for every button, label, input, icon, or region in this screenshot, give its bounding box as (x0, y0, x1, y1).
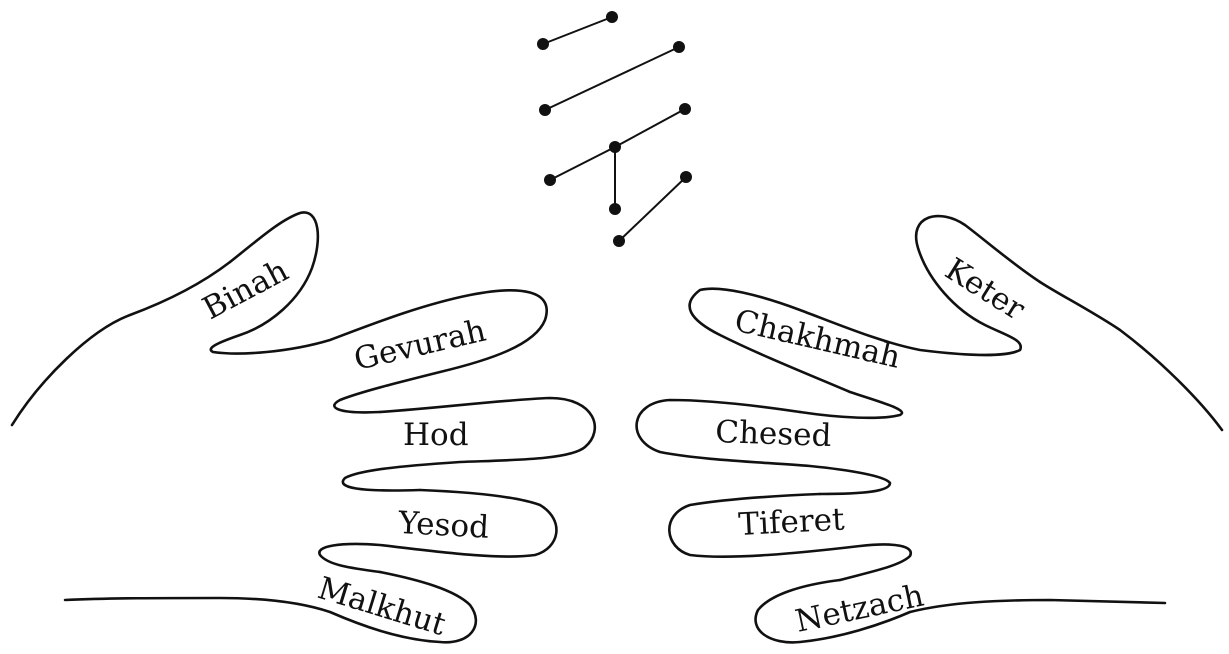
symbol-stroke (614, 108, 686, 148)
symbol-dot (609, 141, 621, 153)
symbol-dot (613, 235, 625, 247)
right-thumb-keter (688, 214, 1042, 420)
symbol-dot (539, 104, 551, 116)
dot-line-symbol (537, 11, 692, 247)
symbol-dot (544, 174, 556, 186)
left-little-finger (63, 570, 478, 644)
label-yesod: Yesod (397, 505, 490, 546)
left-hand-outer-edge (10, 260, 232, 427)
symbol-stroke (542, 16, 613, 45)
label-keter: Keter (939, 251, 1031, 327)
left-middle-finger (341, 396, 596, 492)
symbol-dot (680, 171, 692, 183)
label-tiferet: Tiferet (738, 501, 846, 543)
label-chakhmah: Chakhmah (731, 303, 904, 376)
left-hand (10, 211, 596, 644)
label-gevurah: Gevurah (351, 313, 490, 378)
symbol-dot (673, 41, 685, 53)
symbol-stroke (549, 146, 616, 181)
right-little-finger (754, 578, 1167, 644)
left-thumb-binah (209, 211, 548, 414)
right-hand-outer-edge (1038, 280, 1224, 432)
symbol-dot (537, 38, 549, 50)
right-middle-finger (635, 398, 892, 496)
label-binah: Binah (197, 252, 294, 327)
right-ring-finger (668, 492, 913, 582)
label-hod: Hod (403, 417, 469, 453)
symbol-dot (679, 103, 691, 115)
right-hand (635, 214, 1224, 644)
symbol-dot (609, 203, 621, 215)
label-chesed: Chesed (715, 414, 832, 454)
left-ring-finger (318, 488, 558, 574)
symbol-stroke (618, 176, 687, 242)
symbol-dot (606, 11, 618, 23)
symbol-stroke (544, 46, 680, 111)
